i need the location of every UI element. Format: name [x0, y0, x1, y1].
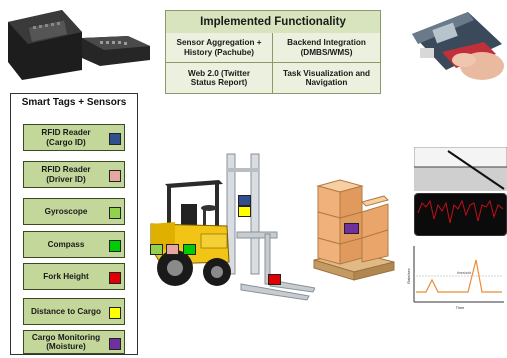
cargo-pallet-image [313, 179, 395, 281]
functionality-title: Implemented Functionality [166, 11, 380, 34]
forklift-marker-compass [183, 244, 196, 255]
functionality-cell-web20: Web 2.0 (Twitter Status Report) [166, 63, 273, 93]
tag-color-swatch [109, 207, 121, 219]
cargo-marker-moisture [344, 223, 359, 234]
smart-tags-title: Smart Tags + Sensors [21, 97, 127, 108]
chart-xlabel: Time [456, 305, 466, 310]
functionality-cell-backend-integration: Backend Integration (DMBS/WMS) [273, 33, 380, 63]
tag-label: Fork Height [43, 271, 89, 281]
tag-color-swatch [109, 133, 121, 145]
tag-fork-height: Fork Height [23, 263, 125, 290]
tag-compass: Compass [23, 231, 125, 258]
navigation-visualization-image [414, 147, 507, 191]
tag-color-swatch [109, 338, 121, 350]
tag-label: Cargo Monitoring (Moisture) [31, 332, 101, 351]
tag-label: RFID Reader (Cargo ID) [41, 128, 91, 147]
rate-chart: Rate/sec Time threshold [406, 246, 504, 310]
sensor-board-hand-image [412, 12, 504, 80]
tag-gyroscope: Gyroscope [23, 198, 125, 225]
tag-label: Compass [47, 239, 85, 249]
tag-label: Gyroscope [44, 206, 88, 216]
functionality-cell-task-visualization: Task Visualization and Navigation [273, 63, 380, 93]
forklift-marker-gyroscope [150, 244, 163, 255]
tag-rfid-driver: RFID Reader (Driver ID) [23, 161, 125, 188]
hardware-boards-image [8, 10, 150, 80]
tag-rfid-cargo: RFID Reader (Cargo ID) [23, 124, 125, 151]
tag-label: RFID Reader (Driver ID) [41, 165, 91, 184]
tag-distance-to-cargo: Distance to Cargo [23, 298, 125, 325]
forklift-marker-distance [238, 206, 251, 217]
tag-color-swatch [109, 170, 121, 182]
smart-tags-panel: Smart Tags + Sensors RFID Reader (Cargo … [10, 93, 138, 355]
chart-ylabel: Rate/sec [406, 268, 411, 284]
tag-color-swatch [109, 240, 121, 252]
forklift-marker-rfid-cargo [238, 195, 251, 206]
tag-cargo-monitoring: Cargo Monitoring (Moisture) [23, 330, 125, 354]
tag-color-swatch [109, 272, 121, 284]
implemented-functionality-table: Implemented Functionality Sensor Aggrega… [165, 10, 381, 94]
tag-label: Distance to Cargo [30, 306, 102, 316]
forklift-image [150, 153, 315, 301]
forklift-marker-driver-id [166, 244, 179, 255]
functionality-cell-sensor-aggregation: Sensor Aggregation + History (Pachube) [166, 33, 273, 63]
forklift-marker-fork-height [268, 274, 281, 285]
chart-threshold-label: threshold [457, 271, 471, 275]
signal-display-image [414, 193, 507, 236]
tag-color-swatch [109, 307, 121, 319]
